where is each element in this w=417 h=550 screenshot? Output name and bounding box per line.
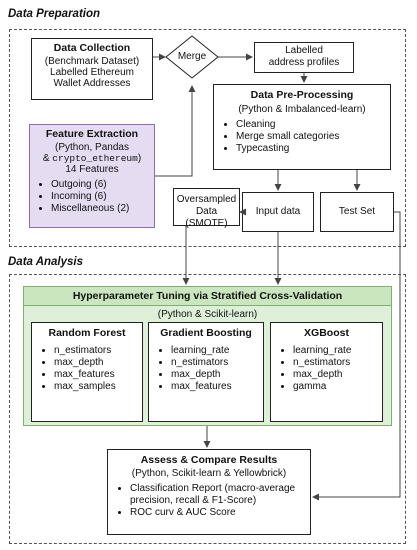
list-item: max_features xyxy=(171,381,257,393)
list-item: max_depth xyxy=(293,369,376,381)
feature-list: Outgoing (6) Incoming (6) Miscellaneous … xyxy=(35,179,149,215)
list-item: ROC curv & AUC Score xyxy=(130,507,304,519)
arrow-test-to-assess xyxy=(312,211,401,501)
list-item: gamma xyxy=(293,381,376,393)
data-analysis-region xyxy=(9,274,406,544)
input-data-label: Input data xyxy=(255,206,301,217)
labelled-profiles-line: address profiles xyxy=(268,57,340,68)
tuning-subtitle: (Python & Scikit-learn) xyxy=(157,309,258,320)
feature-extraction-suffix: ) xyxy=(137,153,142,164)
data-preparation-region xyxy=(9,29,406,247)
data-collection-line: (Benchmark Dataset) xyxy=(44,56,140,67)
list-item: Typecasting xyxy=(236,143,384,155)
list-item: Classification Report (macro-average pre… xyxy=(130,483,304,507)
feature-extraction-box: Feature Extraction (Python, Pandas & cry… xyxy=(29,124,155,228)
model-title: XGBoost xyxy=(304,327,349,339)
feature-extraction-title: Feature Extraction xyxy=(45,128,139,140)
assess-title: Assess & Compare Results xyxy=(140,454,278,466)
list-item: n_estimators xyxy=(293,357,376,369)
list-item: n_estimators xyxy=(54,345,136,357)
model-params: learning_rate n_estimators max_depth gam… xyxy=(277,345,376,393)
data-collection-title: Data Collection xyxy=(53,42,131,54)
list-item: Outgoing (6) xyxy=(51,179,149,191)
arrow-features-to-merge xyxy=(155,85,196,177)
data-preprocessing-box: Data Pre-Processing (Python & Imbalanced… xyxy=(213,84,391,170)
oversampled-line: Oversampled xyxy=(176,194,237,205)
section-label-data-analysis: Data Analysis xyxy=(8,256,83,268)
feature-extraction-prefix: & xyxy=(42,153,53,164)
list-item: Merge small categories xyxy=(236,131,384,143)
xgboost-box: XGBoost learning_rate n_estimators max_d… xyxy=(270,322,383,422)
assess-list: Classification Report (macro-average pre… xyxy=(114,483,304,519)
data-collection-line: Wallet Addresses xyxy=(53,78,131,89)
assess-subtitle: (Python, Scikit-learn & Yellowbrick) xyxy=(131,468,287,479)
gradient-boosting-box: Gradient Boosting learning_rate n_estima… xyxy=(148,322,264,422)
list-item: Cleaning xyxy=(236,119,384,131)
merge-diamond xyxy=(165,35,219,79)
labelled-address-profiles-box: Labelled address profiles xyxy=(254,42,354,73)
oversampled-line: Data (SMOTE) xyxy=(185,206,228,229)
list-item: max_depth xyxy=(54,357,136,369)
oversampled-data-box: Oversampled Data (SMOTE) xyxy=(173,188,240,229)
feature-extraction-line: (Python, Pandas xyxy=(55,142,129,153)
list-item: Miscellaneous (2) xyxy=(51,203,149,215)
preprocessing-title: Data Pre-Processing xyxy=(250,89,354,101)
data-collection-line: Labelled Ethereum xyxy=(50,67,134,78)
list-item: max_samples xyxy=(54,381,136,393)
assess-compare-box: Assess & Compare Results (Python, Scikit… xyxy=(107,449,311,535)
list-item: max_depth xyxy=(171,369,257,381)
test-set-label: Test Set xyxy=(338,206,376,217)
preprocessing-subtitle: (Python & Imbalanced-learn) xyxy=(238,104,366,115)
data-collection-box: Data Collection (Benchmark Dataset) Labe… xyxy=(31,38,153,100)
crypto-ethereum-code: crypto_ethereum xyxy=(52,153,138,164)
model-params: learning_rate n_estimators max_depth max… xyxy=(155,345,257,393)
feature-count: 14 Features xyxy=(65,164,119,175)
model-title: Gradient Boosting xyxy=(160,327,252,339)
model-params: n_estimators max_depth max_features max_… xyxy=(38,345,136,393)
list-item: learning_rate xyxy=(293,345,376,357)
tuning-title: Hyperparameter Tuning via Stratified Cro… xyxy=(24,287,391,306)
input-data-box: Input data xyxy=(242,192,314,232)
labelled-profiles-line: Labelled xyxy=(285,45,323,56)
merge-label: Merge xyxy=(177,51,207,62)
test-set-box: Test Set xyxy=(320,192,394,232)
list-item: learning_rate xyxy=(171,345,257,357)
list-item: max_features xyxy=(54,369,136,381)
preprocessing-list: Cleaning Merge small categories Typecast… xyxy=(220,119,384,155)
section-label-data-preparation: Data Preparation xyxy=(8,8,101,20)
list-item: n_estimators xyxy=(171,357,257,369)
model-title: Random Forest xyxy=(48,327,126,339)
feature-extraction-line-2: & crypto_ethereum) xyxy=(35,153,149,164)
random-forest-box: Random Forest n_estimators max_depth max… xyxy=(31,322,143,422)
list-item: Incoming (6) xyxy=(51,191,149,203)
